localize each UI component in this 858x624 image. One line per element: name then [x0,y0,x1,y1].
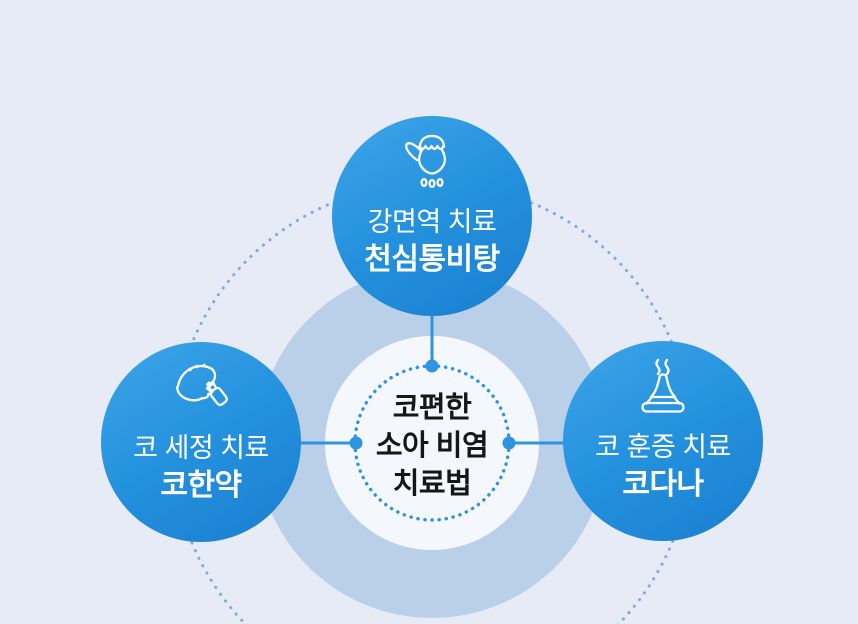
connector-dot-right [502,436,516,450]
node-immunity-name: 천심통비탕 [364,243,500,276]
center-title-line2: 소아 비염 [375,430,489,462]
connector-dot-left [349,436,363,450]
node-nasal-cleansing-label: 코 세정 치료 [133,433,269,463]
center-title-line1: 코편한 [392,392,472,424]
center-title: 코편한 소아 비염 치료법 [332,389,532,503]
herb-pot-icon [405,134,446,189]
node-nasal-cleansing: 코 세정 치료 코한약 [101,342,301,542]
node-nasal-steam-label: 코 훈증 치료 [595,432,731,462]
halo-inner-circle [325,336,539,550]
fumigator-icon [641,358,685,413]
node-immunity-label: 강면역 치료 [367,207,497,237]
node-nasal-steam-name: 코다나 [622,468,704,501]
connector-dot-top [425,359,439,373]
node-nasal-cleansing-name: 코한약 [160,469,242,502]
center-title-line3: 치료법 [392,468,472,500]
node-nasal-steam: 코 훈증 치료 코다나 [563,341,763,541]
node-immunity: 강면역 치료 천심통비탕 [332,116,532,316]
nasal-spray-icon [176,363,228,407]
